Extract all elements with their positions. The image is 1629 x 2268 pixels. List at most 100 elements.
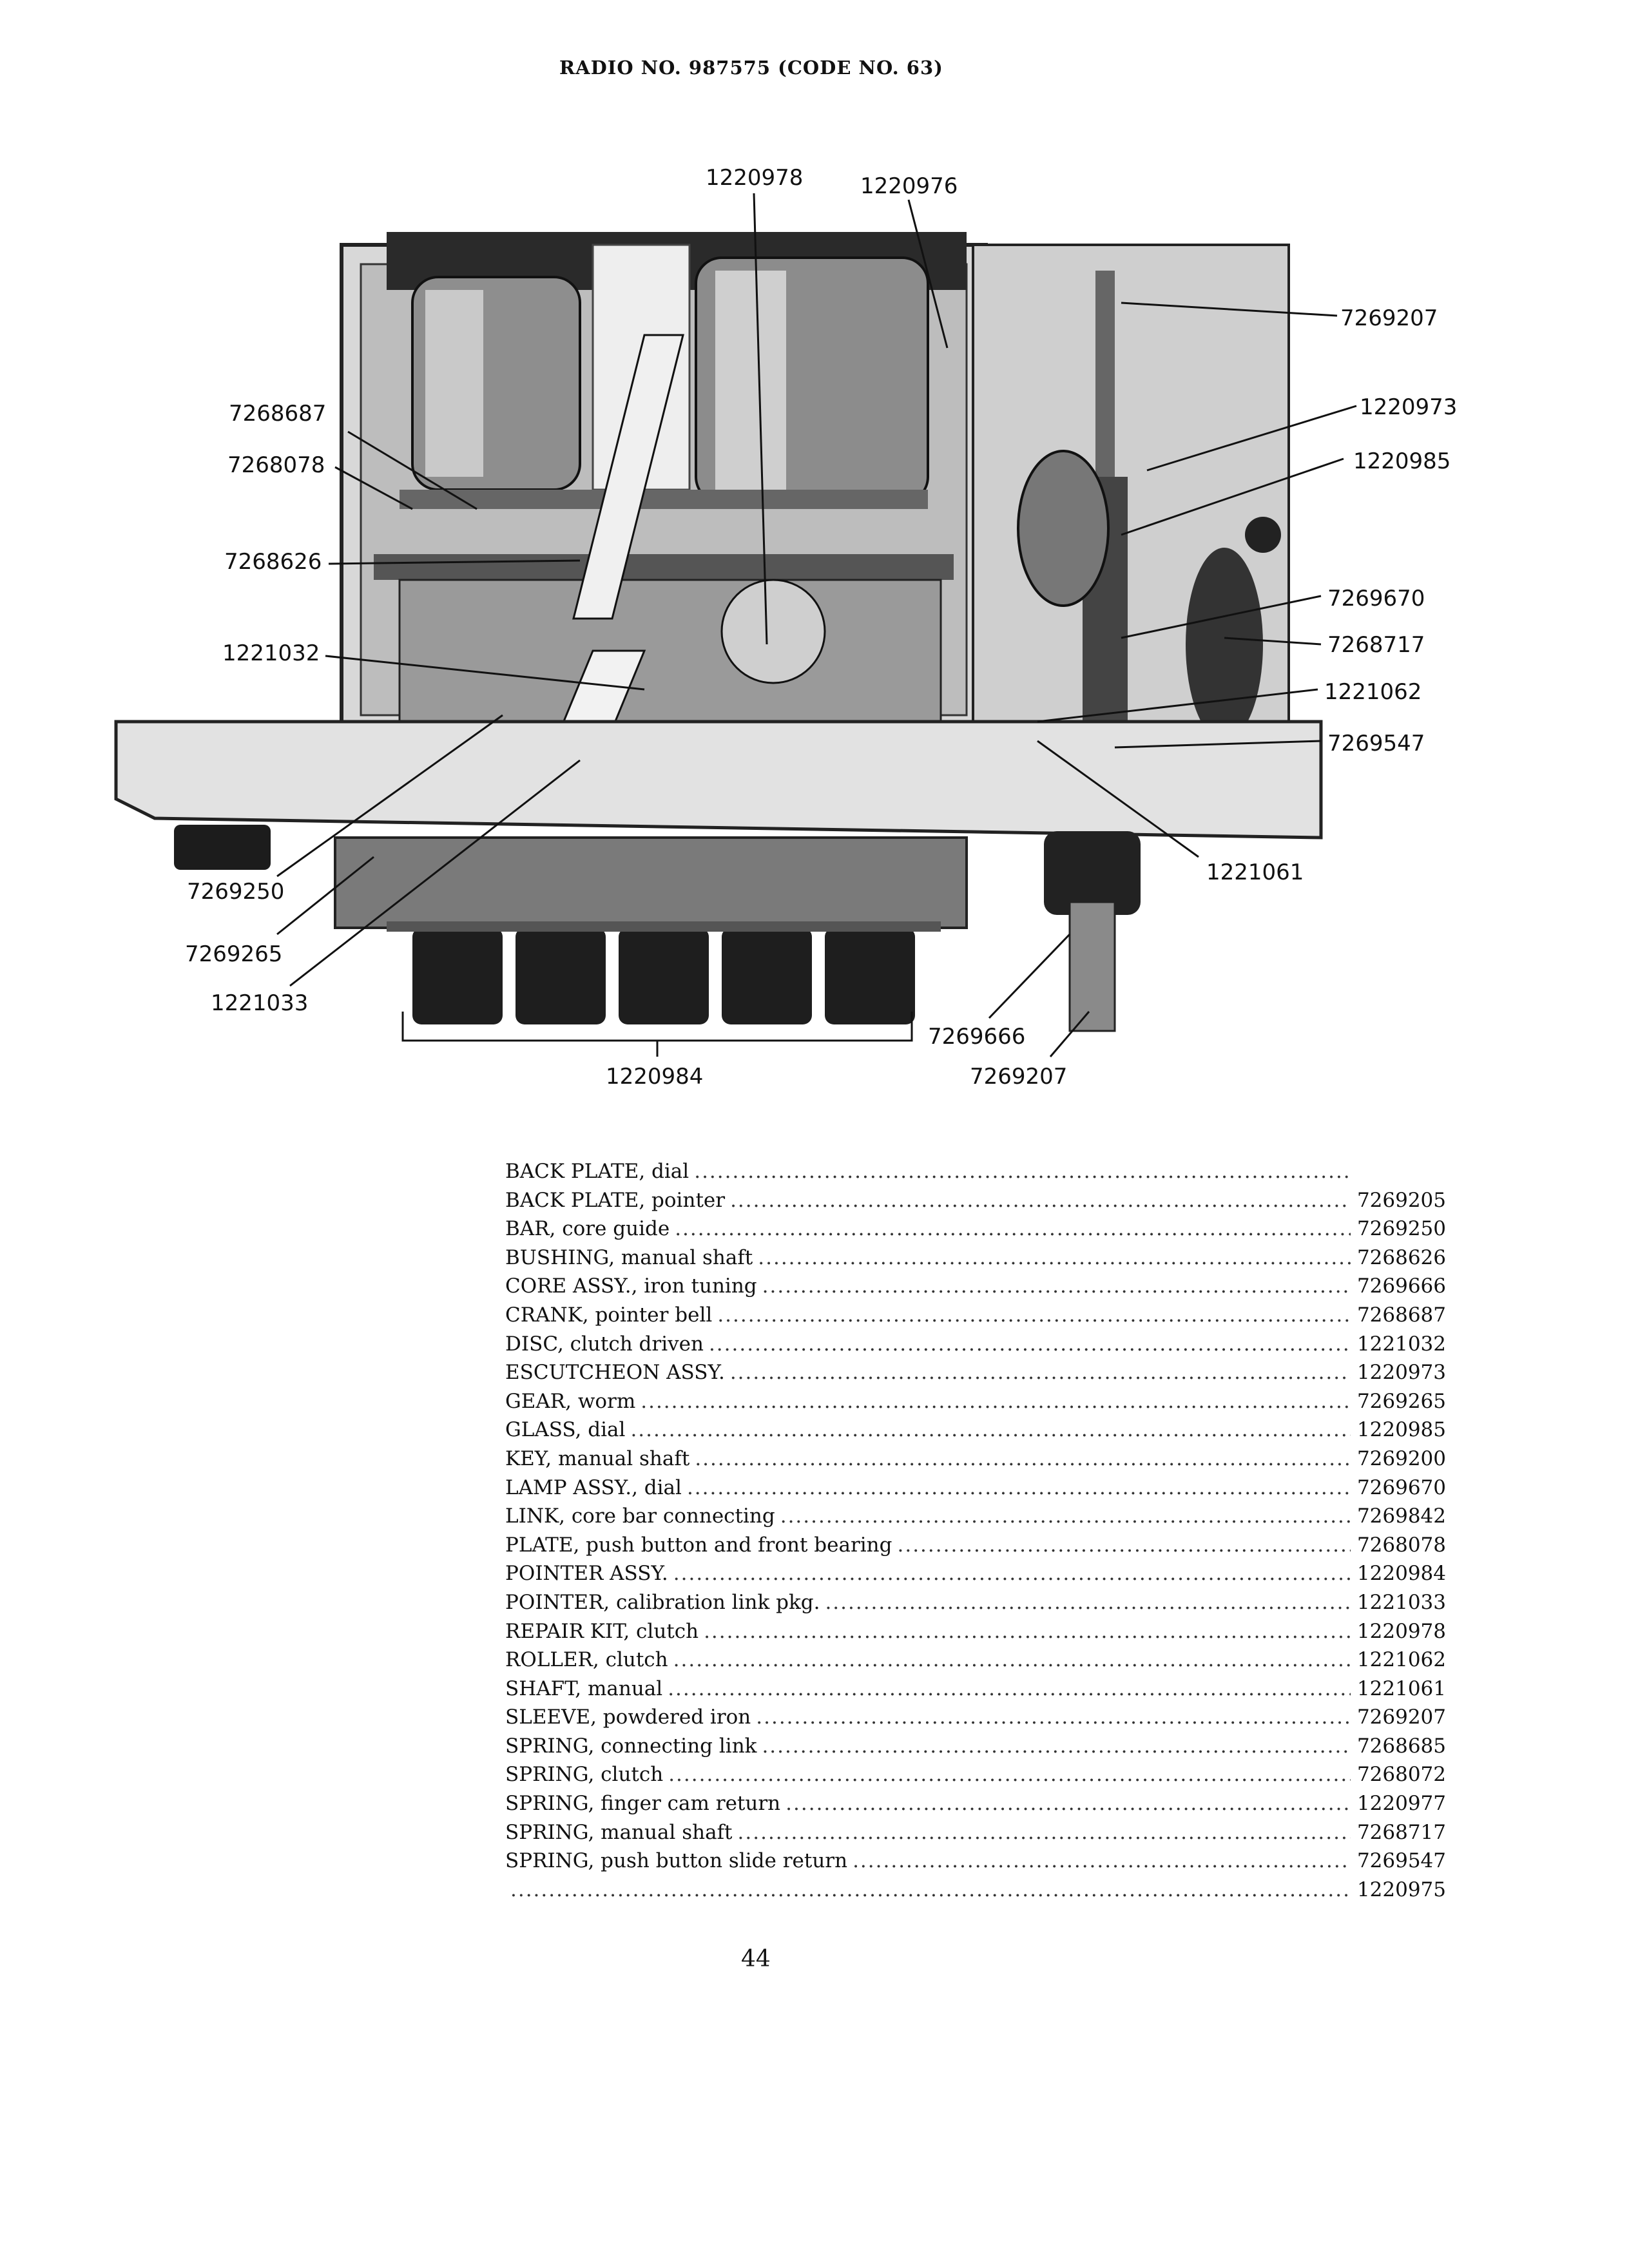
leader-dots [709,1330,1351,1359]
part-name: SPRING, clutch [505,1763,664,1787]
leader-dots [762,1272,1351,1301]
leader-dots [630,1416,1351,1445]
part-number: 1221061 [1356,1677,1446,1700]
callout-7268687: 7268687 [229,401,326,427]
parts-list-row: DISC, clutch driven 1221032 [505,1330,1446,1359]
parts-list-row: SPRING, manual shaft 7268717 [505,1818,1446,1847]
part-number: 7269205 [1356,1188,1446,1212]
part-number: 7269250 [1356,1217,1446,1241]
leader-dots [786,1789,1351,1818]
leader-dots [675,1215,1351,1244]
part-number: 1221032 [1356,1332,1446,1356]
part-name: GLASS, dial [505,1418,626,1442]
part-name: DISC, clutch driven [505,1332,704,1356]
part-number: 1221062 [1356,1648,1446,1672]
part-name: BUSHING, manual shaft [505,1245,753,1269]
callout-7269670: 7269670 [1327,586,1425,611]
leader-dots [730,1186,1351,1215]
parts-list-row: POINTER ASSY.1220984 [505,1559,1446,1588]
leader-dots [780,1502,1351,1531]
parts-list-row: GLASS, dial1220985 [505,1416,1446,1445]
leader-dots [704,1617,1351,1646]
callout-1221033: 1221033 [211,990,308,1016]
parts-list-row: ROLLER, clutch 1221062 [505,1646,1446,1675]
part-name: POINTER, calibration link pkg. [505,1590,820,1614]
part-number: 7268072 [1356,1763,1446,1787]
part-number: 7269200 [1356,1446,1446,1470]
parts-list-row: SLEEVE, powdered iron7269207 [505,1703,1446,1732]
chassis-illustration [114,232,1323,1032]
leader-dots [717,1301,1351,1330]
parts-list-row: CRANK, pointer bell 7268687 [505,1301,1446,1330]
part-number: 7268687 [1356,1303,1446,1327]
callout-1221032: 1221032 [222,640,320,666]
callout-1220978: 1220978 [706,165,803,191]
callout-7268717: 7268717 [1327,632,1425,658]
leader-dots [825,1588,1351,1617]
part-name: KEY, manual shaft [505,1446,690,1470]
callout-7268078: 7268078 [227,452,325,478]
part-name: BAR, core guide [505,1217,670,1241]
leader-dots [668,1675,1351,1704]
parts-list-row: POINTER, calibration link pkg. 1221033 [505,1588,1446,1617]
part-name: ROLLER, clutch [505,1648,668,1672]
part-number: 7268685 [1356,1734,1446,1758]
part-number: 7268717 [1356,1820,1446,1844]
part-number: 7268078 [1356,1533,1446,1557]
leader-dots [641,1387,1351,1416]
part-number: 7269670 [1356,1475,1446,1499]
parts-list-row: LAMP ASSY., dial 7269670 [505,1474,1446,1503]
part-number: 1221033 [1356,1590,1446,1614]
parts-list-row: BACK PLATE, pointer 7269205 [505,1186,1446,1215]
leader-dots [898,1531,1351,1560]
part-name: CRANK, pointer bell [505,1303,713,1327]
part-name: SPRING, connecting link [505,1734,757,1758]
callout-7269547: 7269547 [1327,731,1425,756]
parts-list-row: SPRING, finger cam return1220977 [505,1789,1446,1818]
callout-7268626: 7268626 [224,549,322,575]
callout-1220973: 1220973 [1360,394,1457,420]
callout-1220984: 1220984 [606,1064,703,1090]
part-name: POINTER ASSY. [505,1562,668,1586]
part-name: BACK PLATE, dial [505,1160,689,1183]
part-name: BACK PLATE, pointer [505,1188,726,1212]
part-name: LAMP ASSY., dial [505,1475,682,1499]
parts-list-row: LINK, core bar connecting7269842 [505,1502,1446,1531]
part-number: 7269842 [1356,1504,1446,1528]
callout-7269207-bottom: 7269207 [970,1064,1067,1090]
leader-dots [762,1732,1351,1761]
part-number: 1220978 [1356,1619,1446,1643]
leader-dots [687,1474,1351,1503]
leader-lines [276,193,1357,1057]
parts-list-row: SHAFT, manual 1221061 [505,1675,1446,1704]
part-name: SPRING, manual shaft [505,1820,733,1844]
part-number: 1220973 [1356,1361,1446,1385]
parts-list-row: REPAIR KIT, clutch1220978 [505,1617,1446,1646]
leader-dots [694,1157,1351,1186]
parts-list-row: SPRING, push button slide return7269547 [505,1847,1446,1876]
part-name: SPRING, push button slide return [505,1849,848,1873]
part-name: ESCUTCHEON ASSY. [505,1361,725,1385]
part-name: SHAFT, manual [505,1677,663,1700]
leader-dots [756,1703,1351,1732]
parts-list: BACK PLATE, dial BACK PLATE, pointer 7269… [505,1157,1446,1904]
callout-1221061: 1221061 [1206,860,1304,885]
part-name: GEAR, worm [505,1389,636,1413]
part-number: 7269265 [1356,1389,1446,1413]
page-title: RADIO NO. 987575 (CODE NO. 63) [559,57,943,79]
page-number: 44 [741,1946,771,1972]
leader-dots [673,1559,1351,1588]
parts-list-row: SPRING, clutch 7268072 [505,1760,1446,1789]
parts-list-row: BUSHING, manual shaft7268626 [505,1244,1446,1273]
radio-chassis-photo: 1220978 1220976 7269207 7268687 1220973 … [114,165,1457,1090]
callout-1220985: 1220985 [1353,448,1451,474]
callout-7269250: 7269250 [187,879,284,905]
callout-1221062: 1221062 [1324,679,1422,705]
parts-list-row: CORE ASSY., iron tuning7269666 [505,1272,1446,1301]
part-name: SLEEVE, powdered iron [505,1706,751,1729]
leader-dots [695,1445,1351,1474]
callout-7269666: 7269666 [928,1024,1025,1050]
callout-7269207-top: 7269207 [1340,305,1438,331]
parts-list-row: BAR, core guide 7269250 [505,1215,1446,1244]
leader-dots [853,1847,1351,1876]
